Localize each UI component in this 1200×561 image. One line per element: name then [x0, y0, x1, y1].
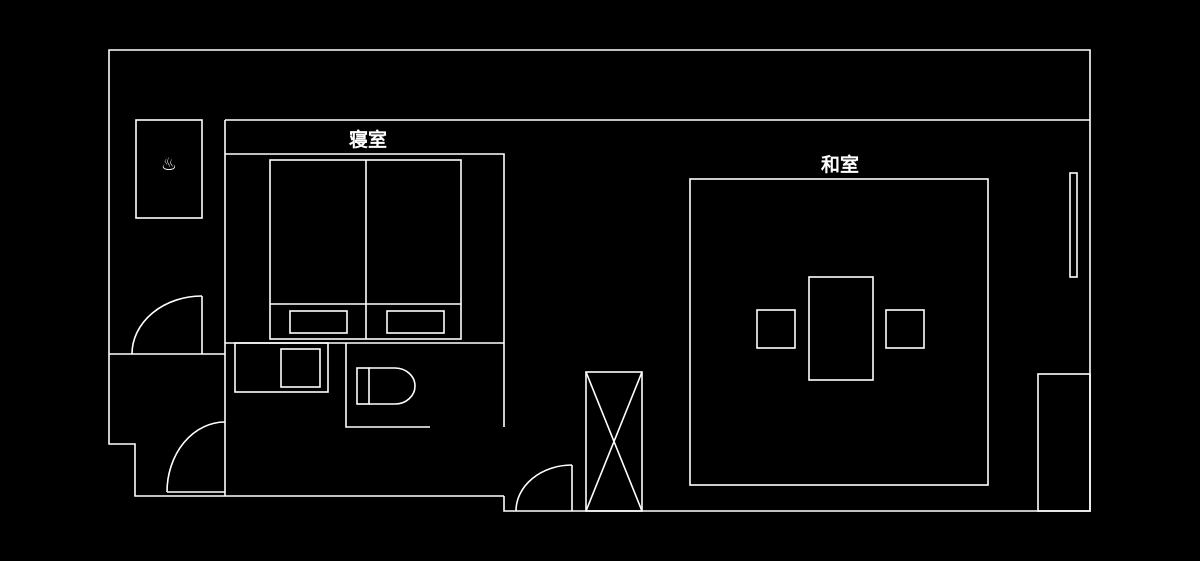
chair-right: [885, 309, 925, 349]
tatami-area: [689, 178, 989, 486]
door-bath[interactable]: [131, 295, 203, 355]
pillow: [289, 310, 348, 334]
bedroom-label: 寝室: [348, 129, 388, 151]
outer-wall: [108, 49, 1091, 512]
door-main[interactable]: [515, 464, 573, 512]
door-entrance[interactable]: [166, 421, 226, 493]
chair-left: [756, 309, 796, 349]
table: [808, 276, 874, 381]
washitsu-label: 和室: [820, 154, 860, 176]
closet: [585, 371, 643, 512]
hot-spring-icon: ♨: [160, 154, 178, 175]
window: [1069, 172, 1078, 278]
toilet: [356, 367, 416, 405]
vanity: [234, 342, 329, 393]
beds: [269, 159, 462, 340]
bath-fixture: [135, 119, 203, 219]
bedroom-wall: [225, 153, 505, 427]
pillow: [386, 310, 445, 334]
cabinet: [1037, 373, 1091, 512]
toilet-wall: [345, 343, 430, 428]
